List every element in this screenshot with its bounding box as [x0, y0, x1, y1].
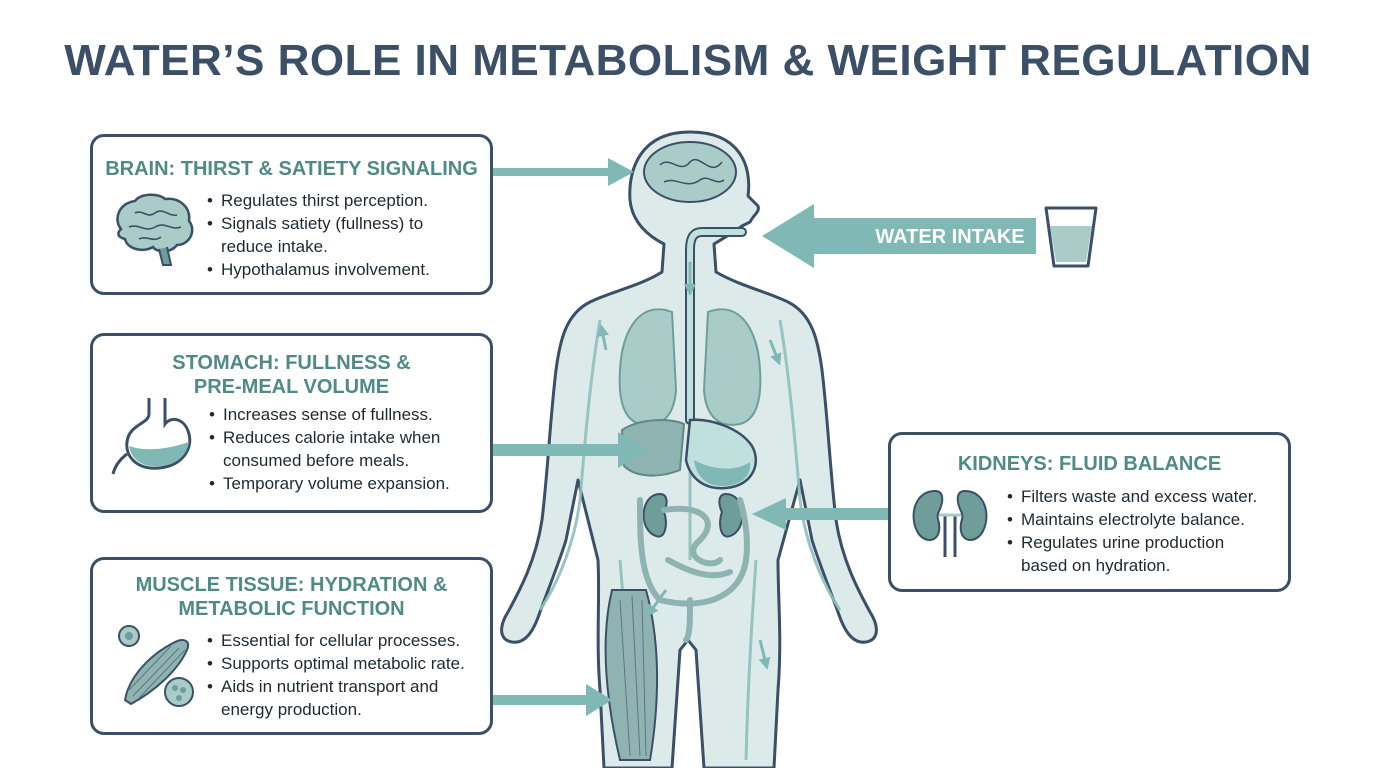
lungs: [618, 308, 762, 426]
bullet-item: Hypothalamus involvement.: [205, 258, 430, 281]
body-kidneys: [642, 492, 744, 538]
bullet-item: Supports optimal metabolic rate.: [205, 652, 465, 675]
internal-flow-arrows: [597, 262, 782, 670]
bullet-item: Essential for cellular processes.: [205, 629, 465, 652]
muscle-box-title: MUSCLE TISSUE: HYDRATION & METABOLIC FUN…: [135, 574, 448, 620]
liver: [620, 419, 686, 477]
leg-muscle: [604, 589, 659, 761]
bullet-item: Regulates thirst perception.: [205, 189, 430, 212]
muscle-info-box: MUSCLE TISSUE: HYDRATION & METABOLIC FUN…: [90, 557, 493, 735]
brain-bullets: Regulates thirst perception. Signals sat…: [205, 189, 430, 281]
water-intake-label: WATER INTAKE: [875, 226, 1025, 248]
stomach-bullets: Increases sense of fullness. Reduces cal…: [207, 403, 450, 495]
brain-icon: [116, 193, 194, 266]
stomach-icon: [111, 398, 192, 475]
body-brain: [643, 141, 737, 203]
kidneys-bullets: Filters waste and excess water. Maintain…: [1005, 485, 1257, 577]
brain-box-title: BRAIN: THIRST & SATIETY SIGNALING: [105, 158, 478, 180]
muscle-icon: [118, 625, 194, 707]
kidneys-box-title: KIDNEYS: FLUID BALANCE: [957, 453, 1222, 475]
kidneys-info-box: KIDNEYS: FLUID BALANCE Filters waste and…: [888, 432, 1291, 592]
stomach-box-title: STOMACH: FULLNESS & PRE-MEAL VOLUME: [172, 352, 411, 398]
intestines: [637, 497, 750, 643]
connector-arrows: [490, 158, 888, 716]
bullet-item: Increases sense of fullness.: [207, 403, 450, 426]
bullet-item: Filters waste and excess water.: [1005, 485, 1257, 508]
water-glass-icon: [1044, 206, 1098, 268]
water-intake-arrow: [762, 204, 1036, 268]
bullet-item: Temporary volume expansion.: [207, 472, 450, 495]
bullet-item: Maintains electrolyte balance.: [1005, 508, 1257, 531]
brain-info-box: BRAIN: THIRST & SATIETY SIGNALING Regula…: [90, 134, 493, 295]
stomach-info-box: STOMACH: FULLNESS & PRE-MEAL VOLUME Incr…: [90, 333, 493, 513]
page-title: WATER’S ROLE IN METABOLISM & WEIGHT REGU…: [64, 36, 1312, 85]
muscle-bullets: Essential for cellular processes. Suppor…: [205, 629, 465, 721]
kidneys-icon: [912, 489, 988, 557]
